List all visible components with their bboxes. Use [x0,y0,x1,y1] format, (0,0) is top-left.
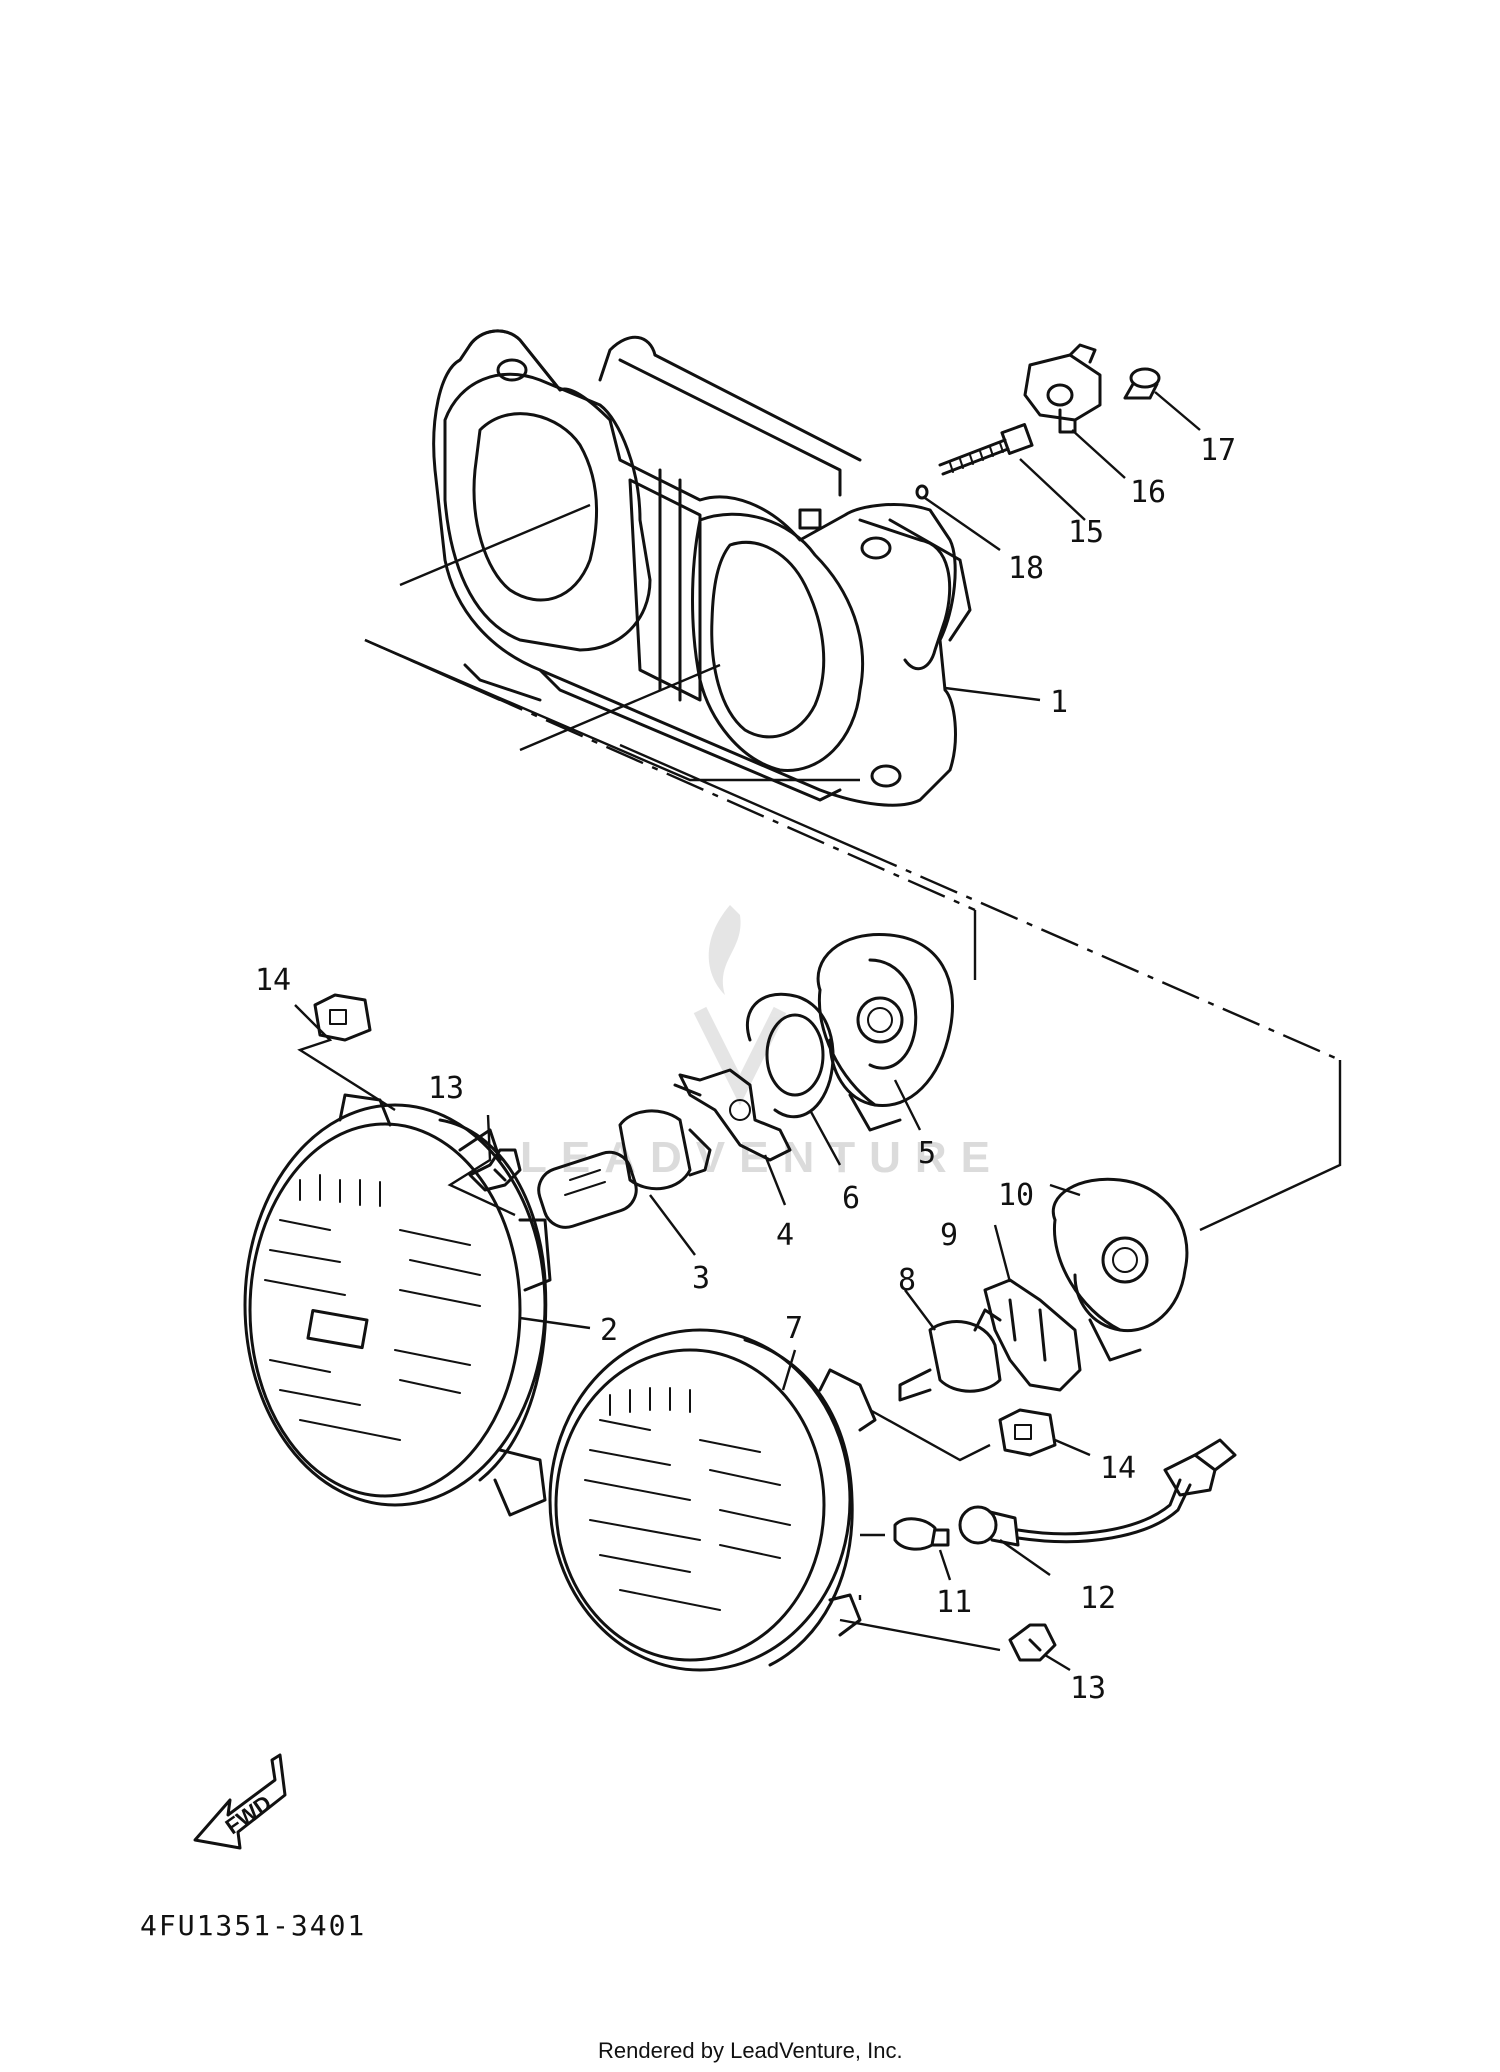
headlight-unit-left [243,1093,552,1517]
headlight-housing [432,329,972,807]
position-bulb [893,1517,950,1551]
label-part-13a: 13 [428,1071,464,1106]
label-part-14b: 14 [1100,1451,1136,1486]
label-part-3: 3 [692,1261,710,1296]
dust-seal [745,992,835,1119]
label-part-13b: 13 [1070,1671,1106,1706]
leader-lines [294,391,1201,1672]
render-credit: Rendered by LeadVenture, Inc. [598,2038,903,2063]
diagram-code: 4FU1351-3401 [140,1909,366,1942]
adjusting-screw [938,423,1034,476]
label-part-5: 5 [918,1136,936,1171]
watermark: LEADVENTURE [520,905,1004,1182]
label-part-14a: 14 [255,963,291,998]
connector-lower [998,1408,1057,1457]
label-part-10: 10 [998,1178,1034,1213]
socket-harness [958,1438,1237,1547]
label-part-12: 12 [1080,1581,1116,1616]
label-part-18: 18 [1008,551,1044,586]
connector-upper [313,993,372,1042]
bulb-cover-right [1051,1177,1189,1362]
headlight-unit-right [548,1328,877,1672]
label-part-4: 4 [776,1218,794,1253]
label-part-11: 11 [936,1585,972,1620]
label-part-7: 7 [785,1311,803,1346]
forward-direction-arrow: FWD [193,1753,287,1850]
small-screw [1123,367,1161,400]
label-part-9: 9 [940,1218,958,1253]
label-part-6: 6 [842,1181,860,1216]
label-part-1: 1 [1050,685,1068,720]
bulb-holder-ring [983,1278,1082,1392]
positioning-bolt-lower [1008,1623,1057,1662]
label-part-15: 15 [1068,515,1104,550]
adjuster-bracket [1023,343,1102,434]
o-ring [915,484,929,500]
label-part-17: 17 [1200,433,1236,468]
part-number-labels: 1 2 3 4 5 6 7 8 9 10 11 12 13 14 14 13 1… [255,433,1236,1706]
alignment-line-lower [859,848,1341,1062]
alignment-line-upper [364,638,976,912]
label-part-8: 8 [898,1263,916,1298]
bulb-clip [673,1068,792,1162]
housing-reference-outline [364,638,861,852]
halogen-bulb-h4 [537,1109,712,1229]
bulb-cover [816,932,954,1132]
label-part-2: 2 [600,1313,618,1348]
fwd-label: FWD [221,1790,276,1839]
watermark-text: LEADVENTURE [520,1133,1004,1182]
label-part-16: 16 [1130,475,1166,510]
halogen-bulb-right [898,1308,1002,1402]
